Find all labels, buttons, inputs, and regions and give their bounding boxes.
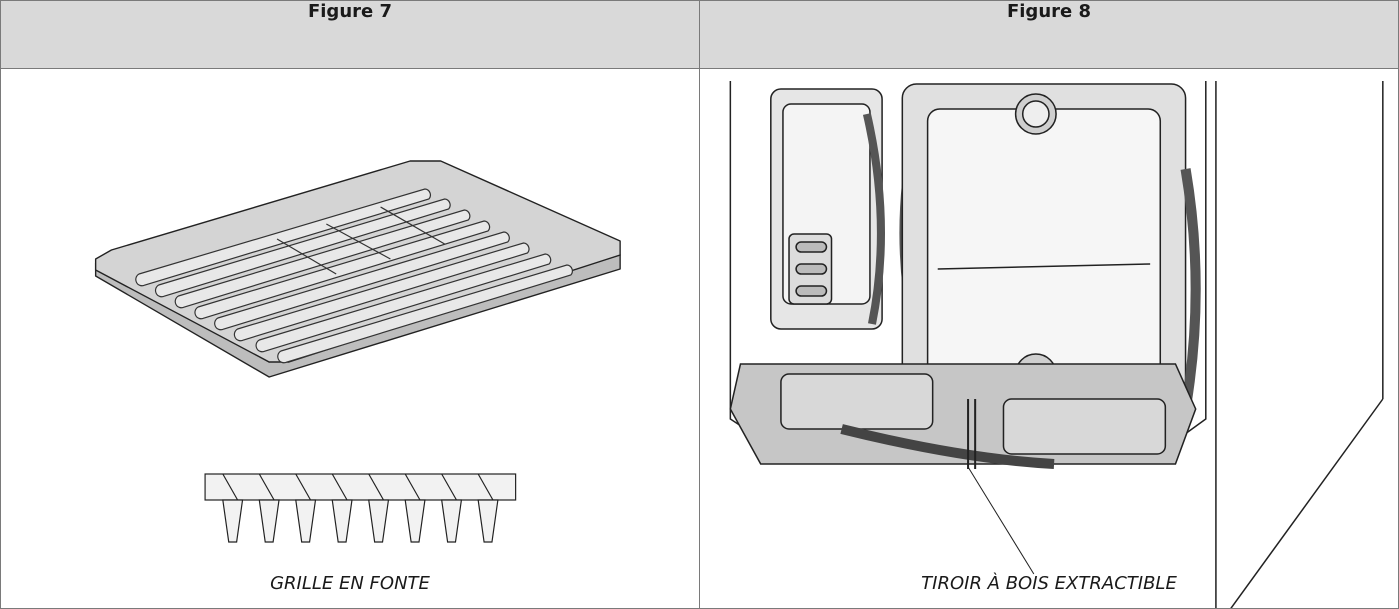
- grate-profile: [204, 473, 517, 543]
- content-row: GRILLE EN FONTE: [0, 68, 1399, 609]
- figure-8-cell: TIROIR À BOIS EXTRACTIBLE: [699, 68, 1399, 609]
- figure-8-title: Figure 8: [699, 0, 1399, 69]
- figure-7-caption: GRILLE EN FONTE: [270, 573, 430, 594]
- grate-slots: [135, 188, 573, 364]
- figure-7-cell: GRILLE EN FONTE: [0, 68, 700, 609]
- wood-drawer-illustration: [729, 81, 1384, 608]
- figure-8-caption: TIROIR À BOIS EXTRACTIBLE: [921, 573, 1177, 594]
- header-row: Figure 7 Figure 8: [0, 0, 1399, 69]
- cast-iron-grate-illustration: [94, 160, 621, 543]
- figure-7-title: Figure 7: [0, 0, 700, 69]
